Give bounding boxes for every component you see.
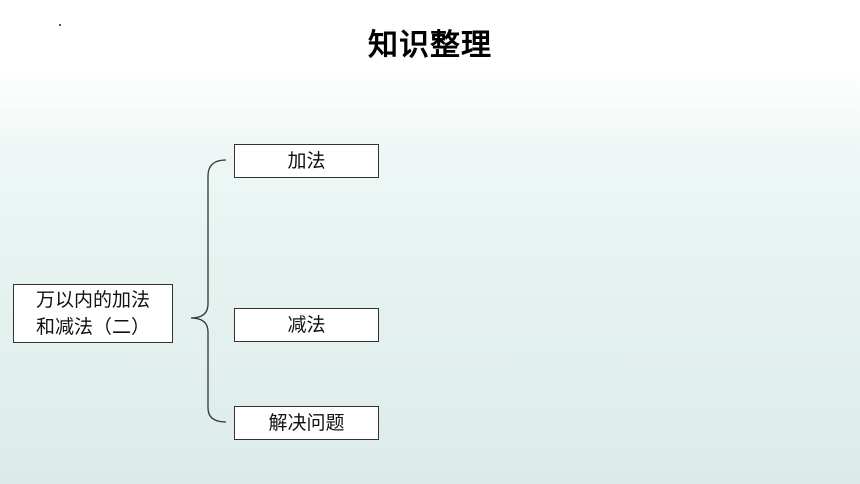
page-title: 知识整理	[368, 28, 492, 63]
stray-dot	[59, 24, 61, 26]
child-topic-subtraction: 减法	[234, 308, 379, 342]
root-topic-box: 万以内的加法 和减法（二）	[13, 284, 173, 343]
brace-path	[190, 159, 227, 423]
child-topic-problem-solving: 解决问题	[234, 406, 379, 440]
root-topic-line-1: 万以内的加法	[35, 289, 150, 311]
child-topic-addition: 加法	[234, 144, 379, 178]
root-topic-line-2: 和减法（二）	[35, 316, 150, 338]
